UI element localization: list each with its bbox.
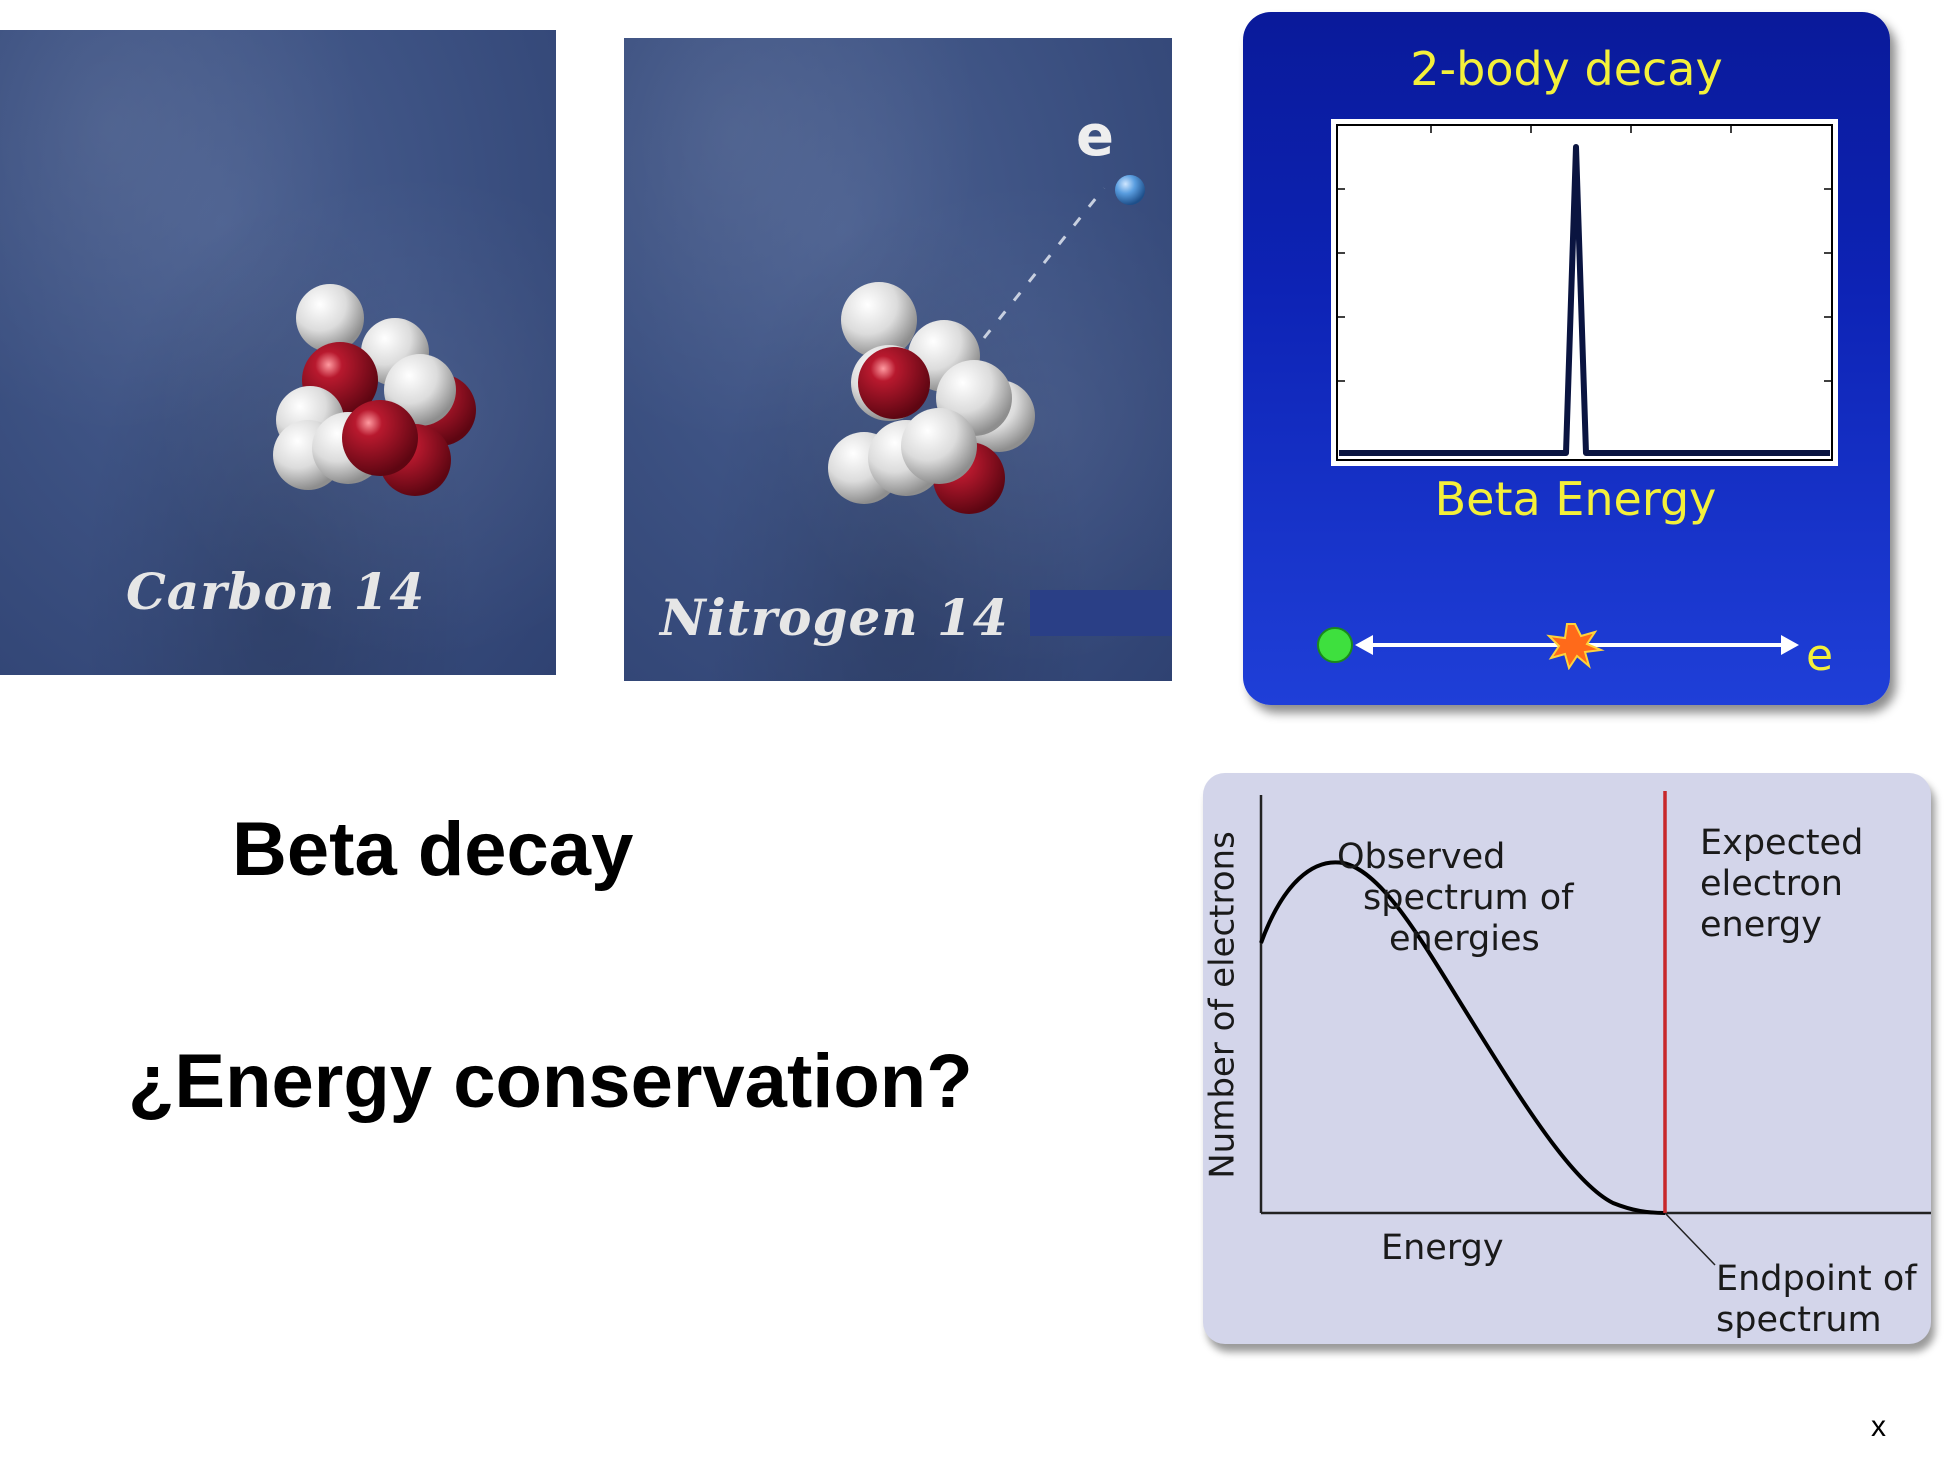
electron-label: e: [1076, 104, 1115, 169]
beta-decay-heading: Beta decay: [232, 807, 634, 892]
electron-energy-spectrum-panel: Number of electrons Observed spectrum of…: [1203, 773, 1931, 1344]
carbon-nucleons: [273, 284, 476, 496]
label-overlay-bar: [1030, 590, 1172, 636]
two-body-decay-panel: 2-body decay Beta Energy e: [1243, 12, 1890, 705]
energy-conservation-question: ¿Energy conservation?: [128, 1039, 973, 1124]
decay-arrow-diagram: [1317, 623, 1799, 670]
emitted-electron-label: e: [1806, 630, 1834, 681]
left-arrowhead: [1355, 635, 1373, 655]
monoenergetic-peak: [1339, 144, 1830, 456]
recoil-nucleus-dot: [1317, 627, 1353, 663]
nitrogen-14-image: e Nitrogen 14: [624, 38, 1172, 681]
x-axis-label: Energy: [1381, 1228, 1504, 1268]
two-body-decay-title: 2-body decay: [1410, 42, 1723, 96]
endpoint-pointer: [1664, 1212, 1716, 1266]
plot-ticks: [1337, 125, 1832, 382]
observed-spectrum-label: Observed spectrum of energies: [1337, 837, 1574, 959]
expected-energy-label: Expected electron energy: [1700, 823, 1864, 945]
decay-burst-icon: [1546, 623, 1605, 670]
electron-particle: [1115, 175, 1145, 205]
right-arrowhead: [1781, 635, 1799, 655]
beta-spectrum-plot: [1259, 791, 1931, 1266]
nitrogen-nucleus-illustration: [828, 175, 1145, 514]
nitrogen-nucleons: [828, 282, 1035, 514]
carbon-14-image: Carbon 14: [0, 30, 556, 675]
electron-trail: [982, 187, 1106, 339]
carbon-nucleus-illustration: [273, 284, 476, 496]
nitrogen-14-label: Nitrogen 14: [660, 588, 1009, 647]
beta-energy-label: Beta Energy: [1434, 472, 1717, 526]
observed-spectrum-curve: [1259, 860, 1666, 1215]
carbon-14-label: Carbon 14: [126, 562, 426, 621]
delta-peak-plot: [1331, 119, 1838, 466]
footer-mark: x: [1871, 1410, 1886, 1443]
endpoint-label: Endpoint of spectrum: [1716, 1259, 1917, 1340]
